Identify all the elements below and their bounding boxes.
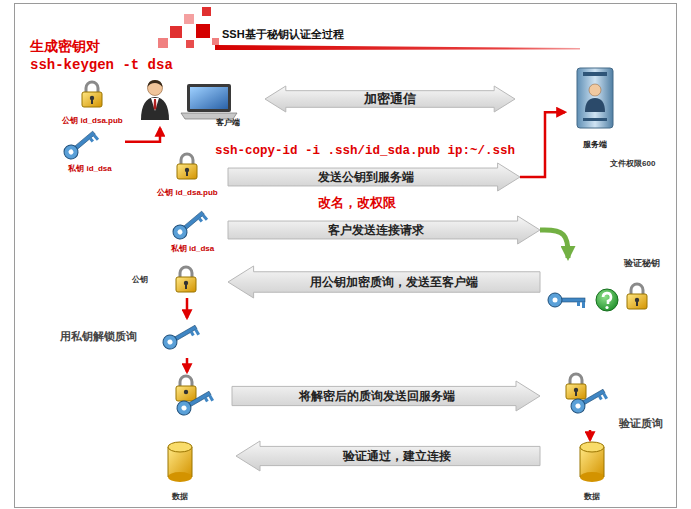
- arrow-label: 加密通信: [364, 91, 416, 107]
- icon-caption: 数据: [584, 492, 600, 502]
- lock-symbol: [82, 82, 102, 107]
- message-arrow: 用公钥加密质询，发送至客户端: [228, 266, 540, 298]
- db-symbol: [580, 442, 604, 482]
- icon-caption: 数据: [172, 492, 188, 502]
- db-symbol: [168, 442, 192, 482]
- arrow-outline: [265, 86, 515, 112]
- arrow-label: 验证通过，建立连接: [343, 449, 451, 463]
- flow-arrow: [186, 358, 189, 372]
- flow-arrow: [125, 128, 160, 142]
- private-key-icon: 用私钥解锁质询: [58, 318, 213, 356]
- key-symbol: [170, 207, 208, 242]
- database-icon: 数据: [160, 440, 200, 502]
- label-holder: ssh-keygen -t dsa: [30, 55, 173, 74]
- private-key-icon: 私钥 id_dsa: [55, 128, 125, 174]
- server-symbol: [577, 68, 613, 128]
- label-holder: 生成密钥对: [30, 37, 100, 55]
- lock-symbol: [566, 374, 586, 399]
- arrow-label: 客户发送连接请求: [328, 223, 424, 237]
- message-arrow: 加密通信: [265, 86, 515, 112]
- title-rule: [215, 45, 580, 50]
- arrow-outline: [228, 266, 540, 298]
- verify-key-icon: 验证秘钥: [545, 258, 660, 320]
- command-text: ssh-copy-id -i .ssh/id_sda.pub ip:~/.ssh: [215, 144, 515, 158]
- database-icon: 数据: [572, 440, 612, 502]
- flow-arrow: [589, 430, 592, 440]
- icon-caption: 用私钥解锁质询: [60, 330, 137, 343]
- icon-caption: 验证秘钥: [624, 258, 660, 269]
- icon-caption: 验证质询: [619, 417, 663, 430]
- key-symbol: [568, 385, 608, 416]
- private-key-icon: 私钥 id_dsa: [160, 208, 225, 254]
- label-holder: 文件权限600: [610, 152, 655, 170]
- arrow-outline: [236, 441, 540, 471]
- note-text: 改名，改权限: [318, 195, 396, 210]
- lock-key-icon: [174, 376, 214, 418]
- title-squares: [158, 7, 219, 48]
- flow-arrow: [186, 298, 189, 318]
- flow-arrow: [520, 112, 565, 177]
- lock-symbol: [627, 284, 647, 309]
- note-text: 文件权限600: [610, 159, 655, 168]
- icon-caption: 公钥: [132, 275, 148, 285]
- command-text: ssh-keygen -t dsa: [30, 57, 173, 73]
- label-holder: ssh-copy-id -i .ssh/id_sda.pub ip:~/.ssh: [215, 140, 515, 159]
- frame: [15, 4, 677, 508]
- lock-symbol: [177, 154, 197, 179]
- message-arrow: 将解密后的质询发送回服务端: [232, 381, 540, 411]
- arrow-label: 发送公钥到服务端: [318, 170, 414, 184]
- arrow-outline: [228, 216, 540, 244]
- icon-caption: 服务端: [583, 140, 607, 150]
- client-icon: 客户端: [135, 78, 240, 128]
- note-text: 生成密钥对: [30, 38, 100, 54]
- icon-caption: 公钥 id_dsa.pub: [157, 188, 217, 198]
- icon-caption: 私钥 id_dsa: [68, 164, 112, 174]
- label-holder: 改名，改权限: [318, 193, 396, 211]
- title-holder: SSH基于秘钥认证全过程: [222, 24, 344, 42]
- message-arrow: 验证通过，建立连接: [236, 441, 540, 471]
- key-symbol: [160, 321, 200, 352]
- server-icon: 服务端: [565, 66, 625, 150]
- icon: [565, 66, 625, 150]
- public-key-icon: 公钥 id_dsa.pub: [55, 80, 130, 126]
- icon-caption: 客户端: [216, 118, 240, 128]
- key-symbol: [548, 293, 585, 308]
- arrow-label: 用公钥加密质询，发送至客户端: [310, 275, 478, 289]
- icon-caption: 公钥 id_dsa.pub: [62, 116, 122, 126]
- message-arrow: 发送公钥到服务端: [228, 163, 520, 191]
- person-symbol: [141, 80, 169, 120]
- icon-caption: 私钥 id_dsa: [171, 244, 215, 254]
- arrow-outline: [228, 163, 520, 191]
- public-key-icon: 公钥 id_dsa.pub: [150, 152, 225, 198]
- curved-arrow: [540, 230, 568, 258]
- public-key-icon: 公钥: [130, 262, 205, 298]
- lock-key-icon: 验证质询: [558, 372, 663, 430]
- laptop-symbol: [181, 84, 237, 119]
- arrow-label: 将解密后的质询发送回服务端: [299, 389, 455, 403]
- qmark-symbol: [596, 289, 618, 311]
- arrow-outline: [232, 381, 540, 411]
- lock-symbol: [176, 267, 196, 292]
- key-symbol: [61, 127, 99, 162]
- diagram-title: SSH基于秘钥认证全过程: [222, 28, 344, 40]
- message-arrow: 客户发送连接请求: [228, 216, 540, 244]
